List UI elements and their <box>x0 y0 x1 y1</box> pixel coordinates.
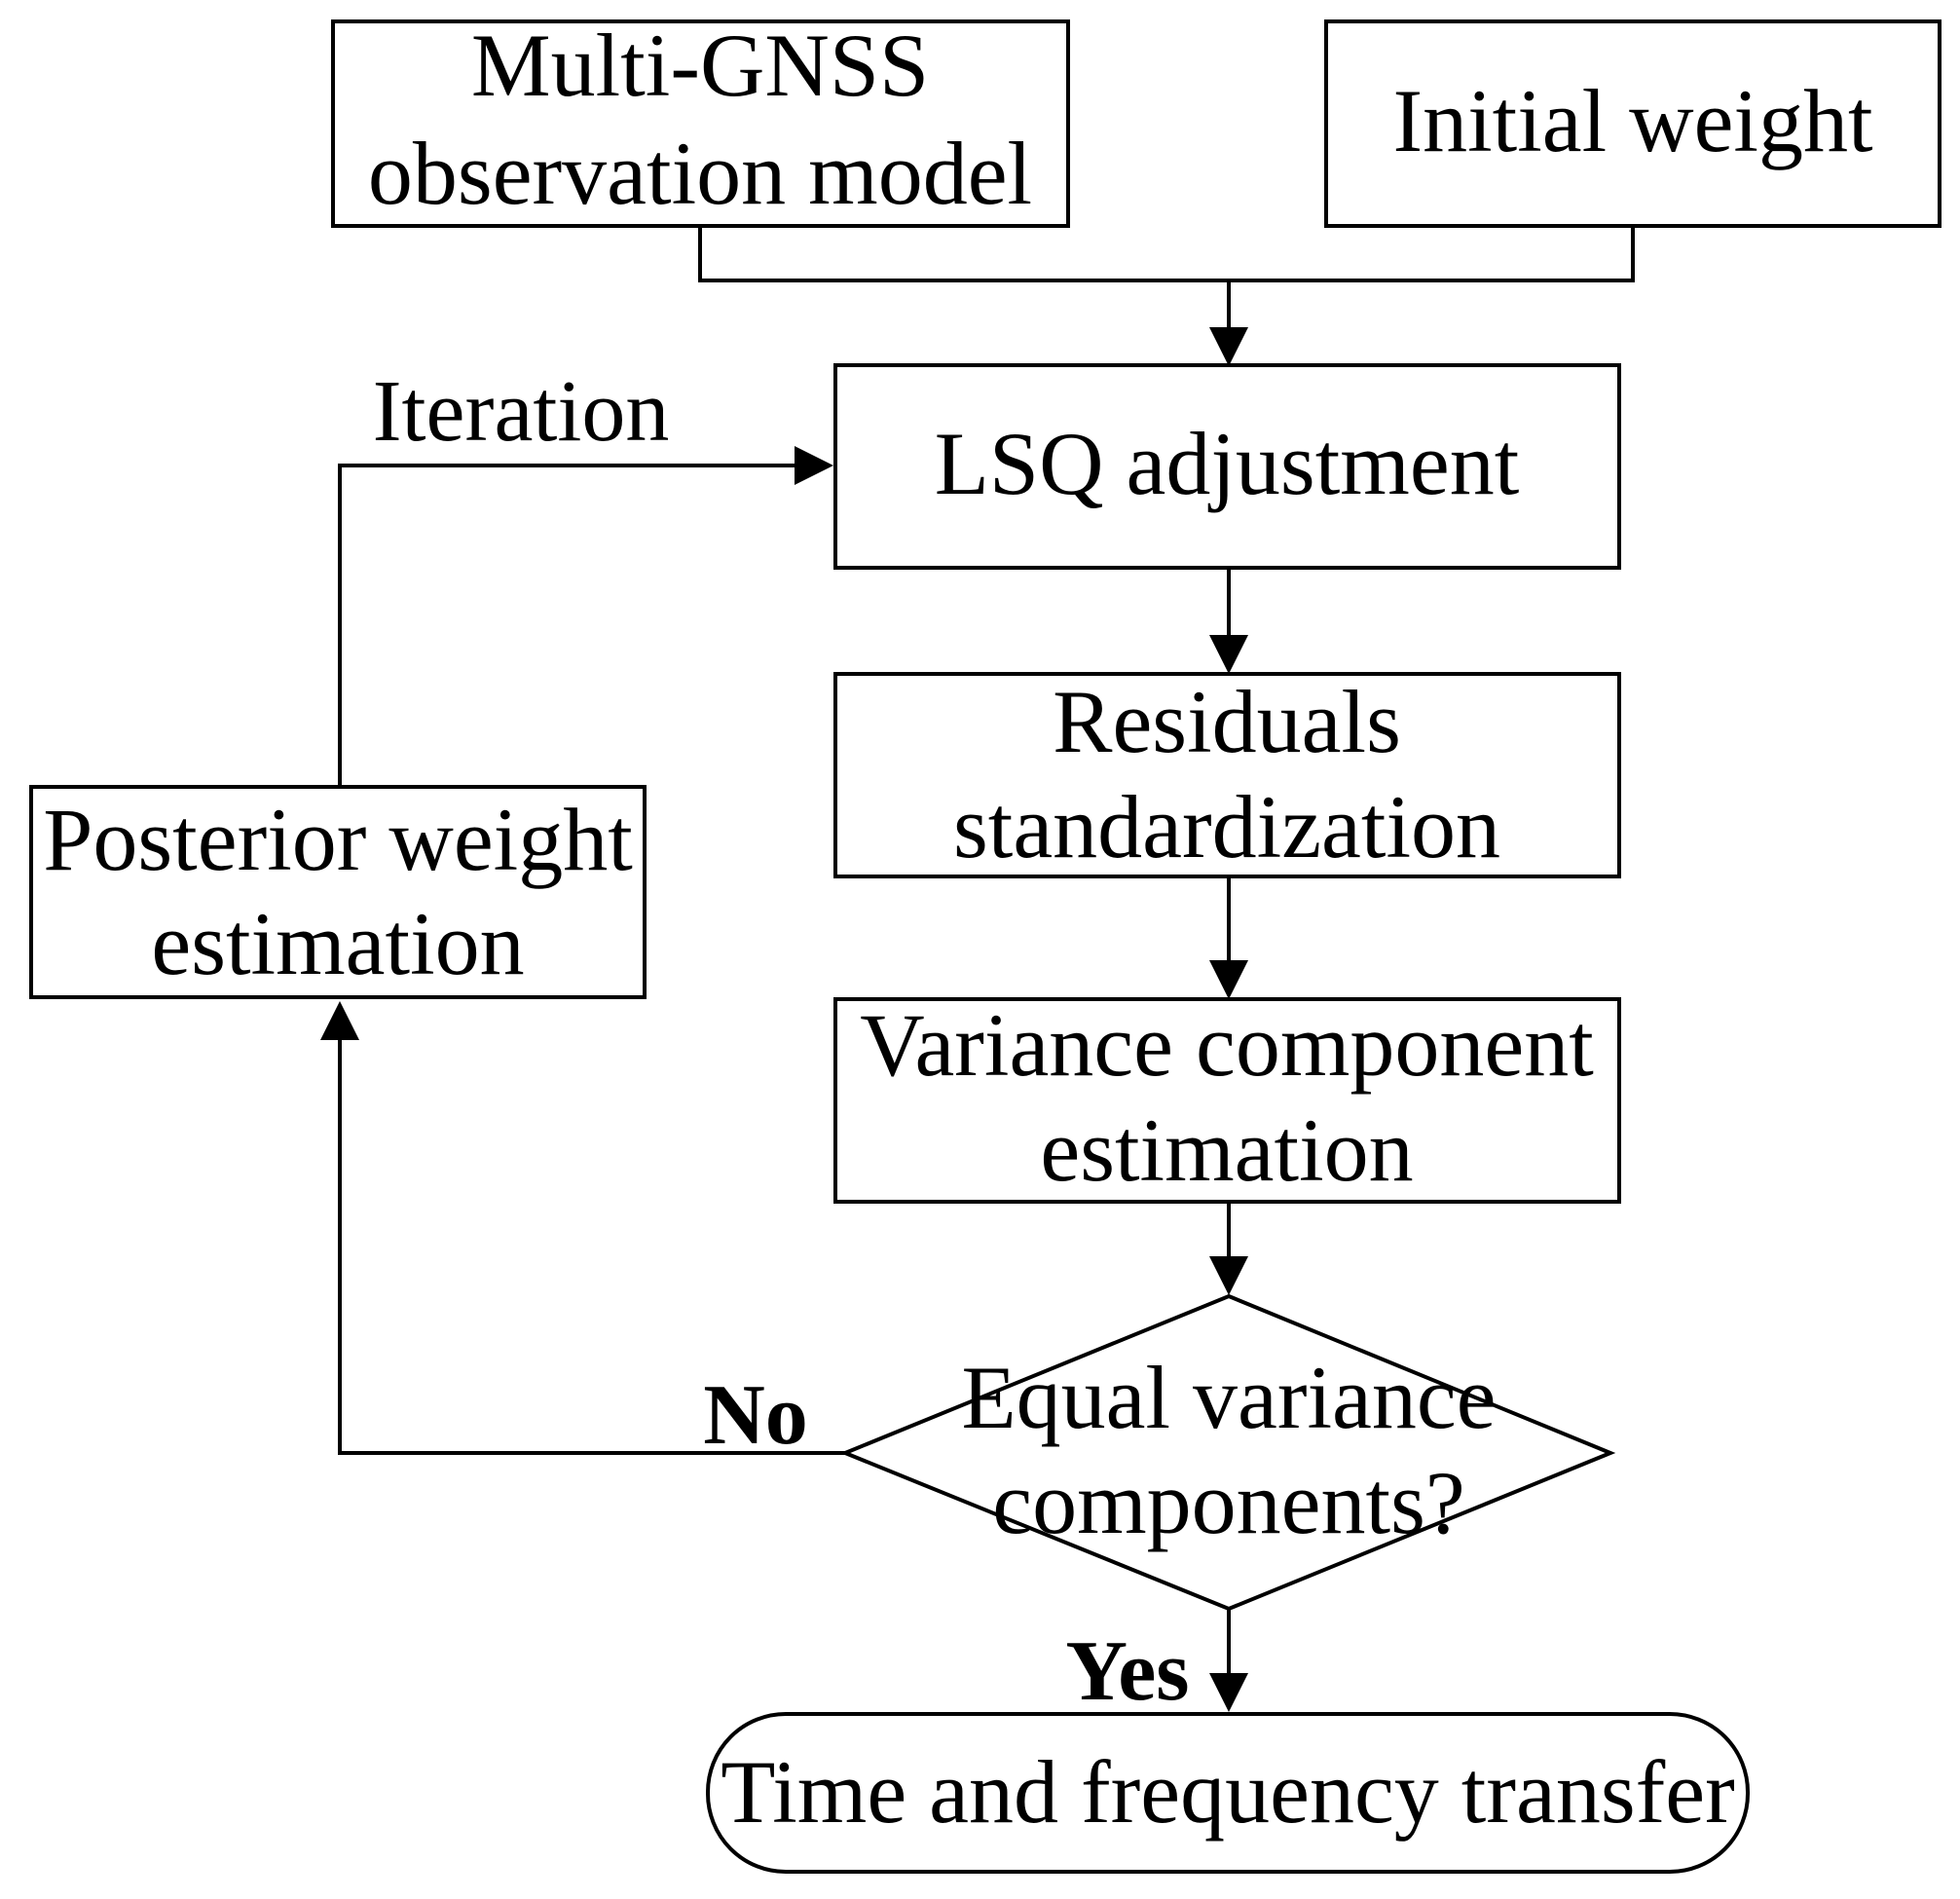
node-lsq-adjustment-label: LSQ adjustment <box>935 414 1520 513</box>
node-lsq-adjustment: LSQ adjustment <box>833 363 1621 570</box>
node-decision-line1: Equal variance <box>961 1348 1496 1447</box>
edge-posterior-iteration-to-lsq: Iteration <box>338 363 833 787</box>
edge-inputs-to-lsq <box>698 226 1635 366</box>
node-observation-model-line1: Multi-GNSS <box>471 16 929 115</box>
node-terminal: Time and frequency transfer <box>706 1712 1750 1874</box>
edge-decision-yes-to-terminal: Yes <box>1065 1609 1248 1719</box>
edge-label-iteration: Iteration <box>373 363 670 460</box>
node-posterior-weight-line1: Posterior weight <box>43 790 633 889</box>
edge-decision-no-to-posterior: No <box>320 1001 845 1463</box>
node-decision: Equal variance components? <box>839 1293 1616 1612</box>
node-posterior-weight-estimation: Posterior weight estimation <box>29 785 647 999</box>
node-initial-weight: Initial weight <box>1324 19 1942 228</box>
node-observation-model-line2: observation model <box>368 124 1032 223</box>
node-variance-component-estimation: Variance component estimation <box>833 995 1621 1204</box>
node-observation-model: Multi-GNSS observation model <box>331 16 1070 228</box>
node-variance-component-line2: estimation <box>1040 1100 1413 1200</box>
node-residuals-line1: Residuals <box>1053 672 1401 771</box>
node-residuals-standardization: Residuals standardization <box>833 672 1621 878</box>
node-initial-weight-label: Initial weight <box>1392 71 1873 170</box>
node-residuals-line2: standardization <box>953 777 1500 876</box>
node-terminal-label: Time and frequency transfer <box>721 1742 1734 1842</box>
node-decision-line2: components? <box>992 1453 1464 1552</box>
edge-label-no: No <box>703 1368 808 1463</box>
node-posterior-weight-line2: estimation <box>151 894 524 993</box>
edge-label-yes: Yes <box>1065 1624 1189 1719</box>
node-variance-component-line1: Variance component <box>860 995 1594 1095</box>
